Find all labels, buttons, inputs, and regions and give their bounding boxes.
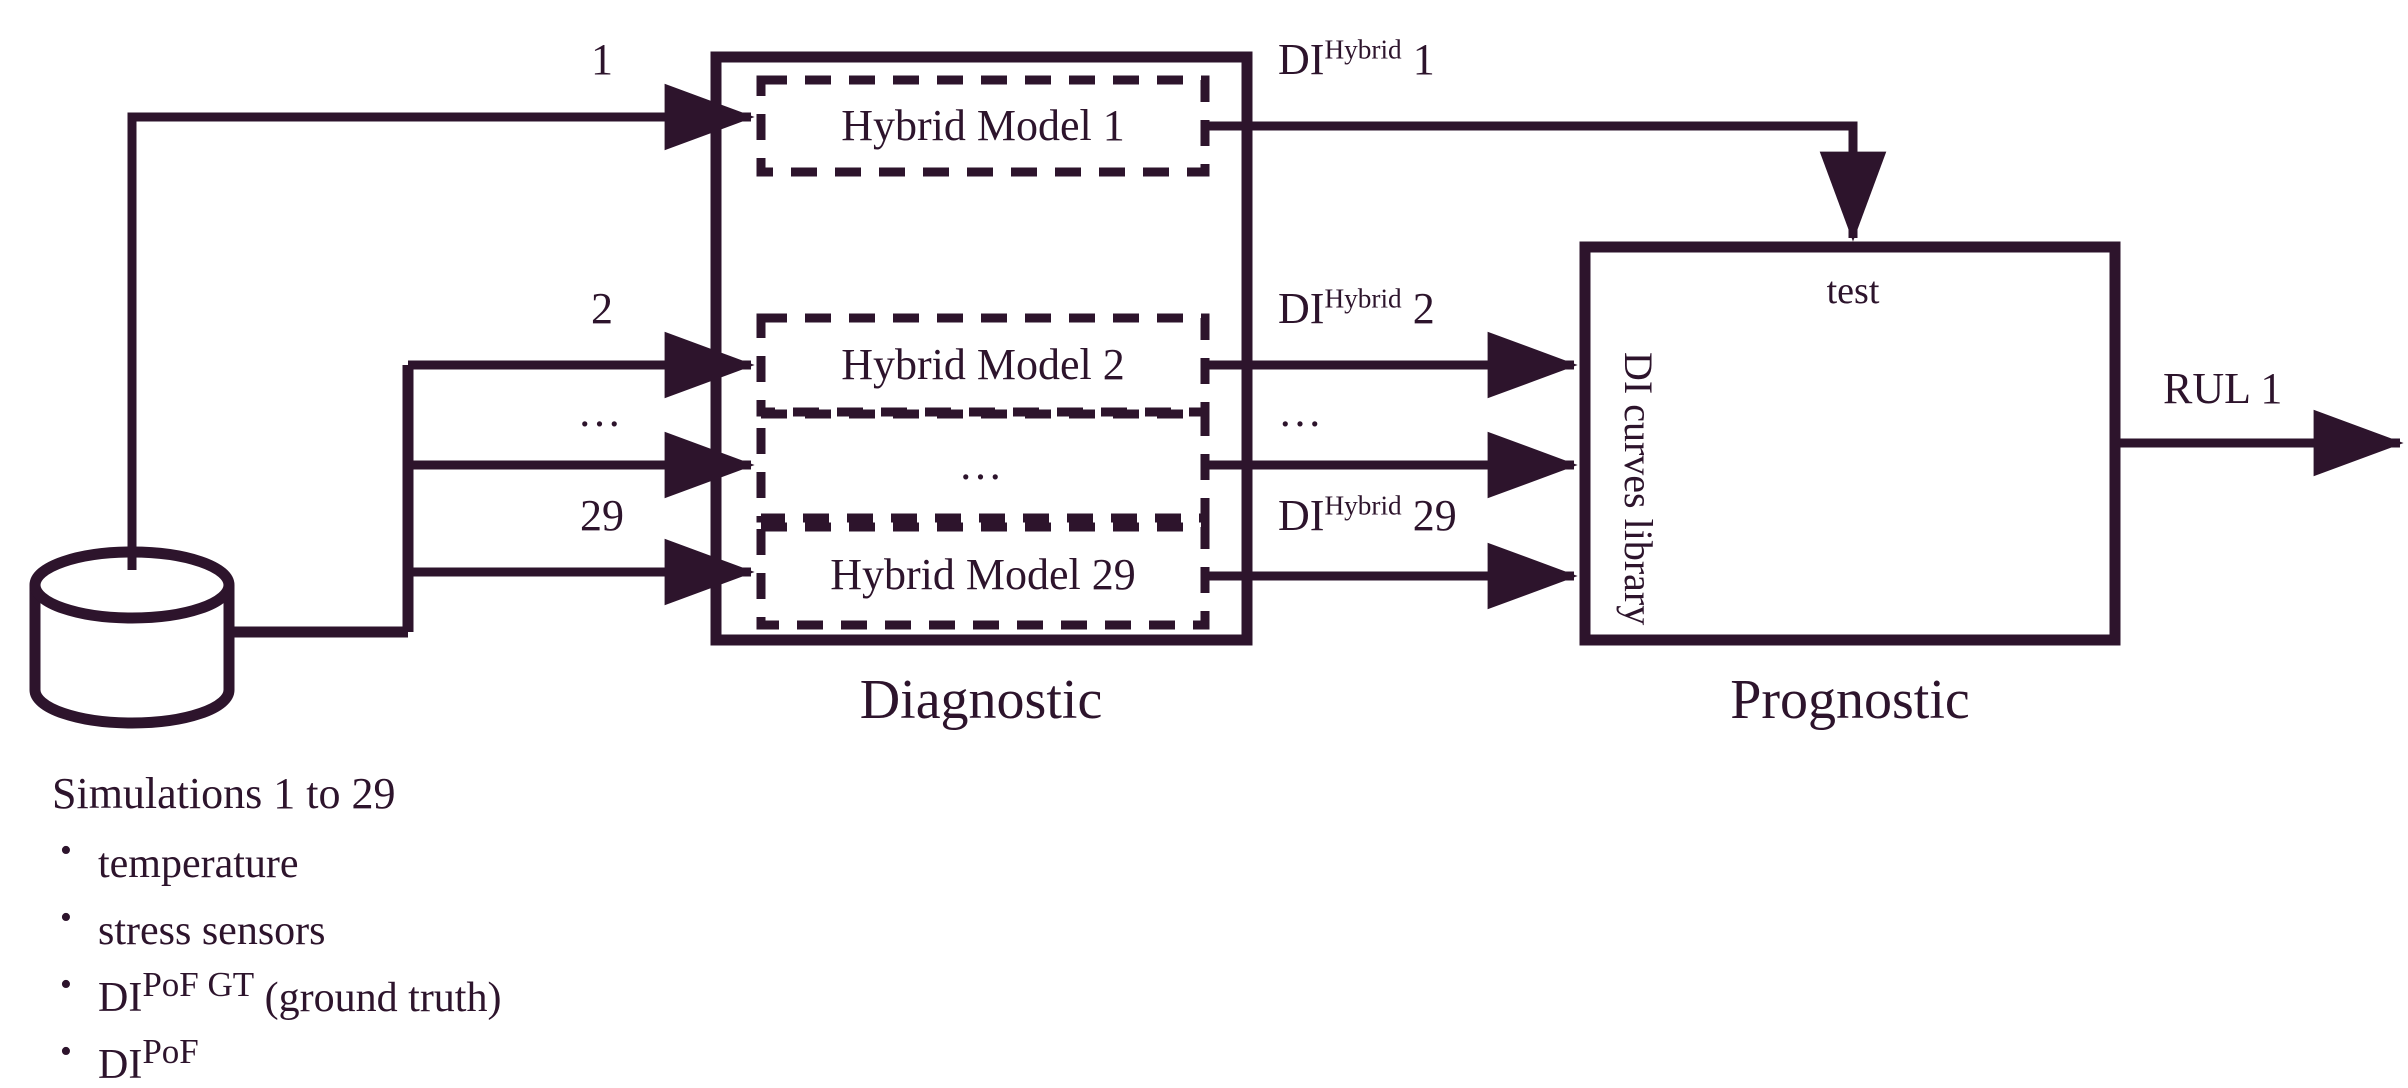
route-label-ellipsis: … bbox=[577, 387, 627, 436]
di-base: DI bbox=[1278, 284, 1325, 333]
prognostic-section-label: Prognostic bbox=[1730, 669, 1970, 731]
prognostic-test-label: test bbox=[1826, 270, 1880, 312]
item-superscript: PoF bbox=[142, 1032, 199, 1072]
item-base: DI bbox=[98, 975, 143, 1022]
list-item: DIPoF GT (ground truth) bbox=[52, 965, 502, 1022]
hybrid-model-2-label: Hybrid Model 2 bbox=[841, 340, 1125, 389]
simulations-caption: Simulations 1 to 29 temperature stress s… bbox=[52, 768, 501, 1087]
simulations-item-list: temperature stress sensors DIPoF GT (gro… bbox=[52, 833, 501, 1087]
diagnostic-boundary bbox=[710, 51, 1253, 646]
route-label-1: 1 bbox=[591, 35, 613, 84]
di-output-label-1: DIHybrid 1 bbox=[1278, 35, 1435, 84]
diagnostic-section-label: Diagnostic bbox=[859, 669, 1103, 731]
item-base: DI bbox=[98, 1042, 143, 1088]
di-superscript: Hybrid bbox=[1324, 490, 1402, 521]
di-output-label-29: DIHybrid 29 bbox=[1278, 491, 1457, 540]
database-cylinder-shape bbox=[29, 546, 235, 729]
item-base: stress sensors bbox=[98, 908, 326, 955]
di-output-label-2: DIHybrid 2 bbox=[1278, 284, 1435, 333]
hybrid-model-1-label: Hybrid Model 1 bbox=[841, 101, 1125, 150]
hybrid-model-29-label: Hybrid Model 29 bbox=[830, 550, 1136, 599]
di-superscript: Hybrid bbox=[1324, 34, 1402, 65]
item-base: temperature bbox=[98, 841, 299, 887]
di-output-label-ellipsis: … bbox=[1278, 387, 1327, 436]
route-label-2: 2 bbox=[591, 284, 613, 333]
simulations-heading: Simulations 1 to 29 bbox=[52, 769, 396, 818]
list-item: DIPoF bbox=[52, 1032, 501, 1088]
di-base: DI bbox=[1278, 35, 1325, 84]
di-base: DI bbox=[1278, 491, 1325, 540]
item-superscript: PoF GT bbox=[142, 965, 255, 1005]
prognostic-side-label: DI curves library bbox=[1616, 352, 1661, 626]
rul-output-label: RUL 1 bbox=[2163, 364, 2283, 413]
di-index: 2 bbox=[1412, 284, 1435, 333]
hybrid-model-ellipsis-label: … bbox=[958, 440, 1008, 489]
list-item: temperature bbox=[52, 833, 501, 886]
item-tail: (ground truth) bbox=[254, 975, 502, 1022]
route-label-29: 29 bbox=[580, 491, 624, 540]
di-index: 1 bbox=[1412, 35, 1435, 84]
list-item: stress sensors bbox=[52, 900, 501, 953]
di-index: 29 bbox=[1412, 491, 1457, 540]
di-superscript: Hybrid bbox=[1324, 283, 1402, 314]
